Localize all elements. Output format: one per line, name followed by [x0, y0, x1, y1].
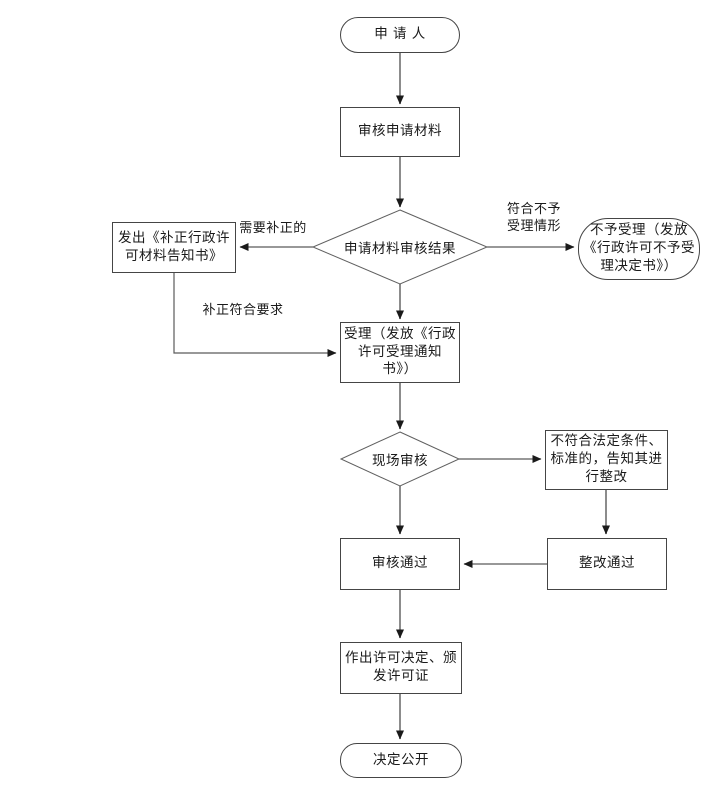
node-onsite-review-label: 现场审核 [372, 453, 428, 469]
node-accepted: 受理（发放《行政 许可受理通知 书》） [340, 322, 460, 383]
node-issue-license: 作出许可决定、颁 发许可证 [340, 642, 462, 694]
edge-label-meets-not-accept: 符合不予 受理情形 [506, 202, 561, 234]
decision-diamond-review-result [311, 209, 489, 285]
node-not-accepted: 不予受理（发放 《行政许可不予受 理决定书》） [578, 218, 700, 280]
node-rectification-passed: 整改通过 [547, 538, 667, 590]
node-issue-correction-notice: 发出《补正行政许 可材料告知书》 [112, 222, 236, 273]
node-review-result-label: 申请材料审核结果 [344, 241, 456, 257]
edge-label-correction-meets: 补正符合要求 [202, 303, 284, 318]
node-decision-public: 决定公开 [340, 743, 462, 778]
edge-label-need-correction: 需要补正的 [239, 221, 307, 236]
edge-correction-to-accepted [173, 273, 337, 357]
node-applicant: 申 请 人 [340, 17, 460, 53]
node-review-passed: 审核通过 [340, 538, 460, 590]
decision-diamond-onsite-review [339, 431, 461, 487]
node-review-materials: 审核申请材料 [340, 107, 460, 157]
node-notify-rectification: 不符合法定条件、 标准的，告知其进 行整改 [545, 430, 668, 490]
